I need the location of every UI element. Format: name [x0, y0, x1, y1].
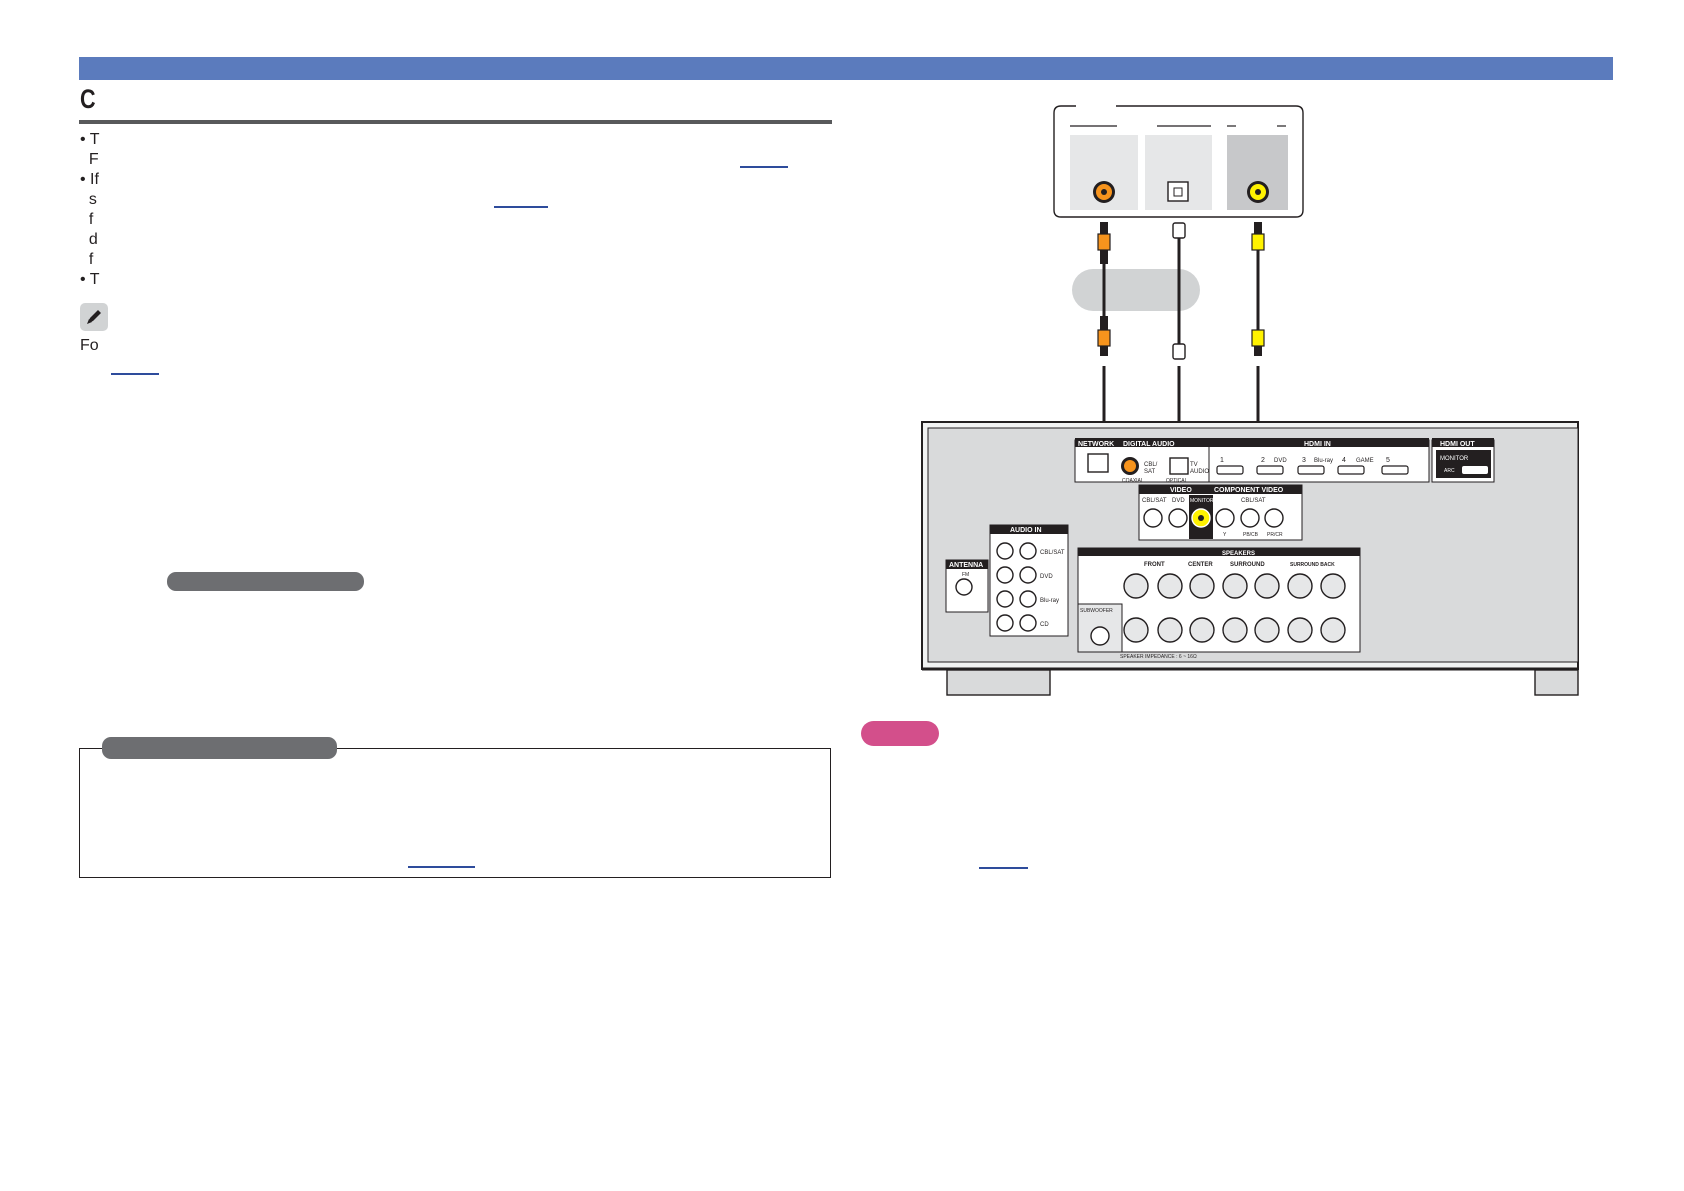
- digital-audio-label: DIGITAL AUDIO: [1123, 441, 1175, 448]
- body-line: d: [80, 231, 98, 248]
- video-label: VIDEO: [1170, 487, 1192, 494]
- page-link[interactable]: [408, 866, 475, 868]
- video-monitor: MONITOR: [1190, 498, 1214, 504]
- speaker-impedance: SPEAKER IMPEDANCE : 6 ~ 16Ω: [1120, 654, 1197, 660]
- hdmi-1: 1: [1220, 457, 1224, 464]
- audio-dvd: DVD: [1040, 574, 1053, 580]
- body-line: • T: [80, 271, 100, 288]
- svg-text:SAT: SAT: [1144, 469, 1156, 475]
- coaxial-label: COAXIAL: [1122, 478, 1144, 484]
- hdmi-3: 3: [1302, 457, 1306, 464]
- component-pr: PR/CR: [1267, 532, 1283, 538]
- cable-label: [1072, 269, 1200, 311]
- surround-back-label: SURROUND BACK: [1290, 562, 1335, 568]
- audio-in-label: AUDIO IN: [1010, 527, 1042, 534]
- component-video-label: COMPONENT VIDEO: [1214, 487, 1284, 494]
- arc-label: ARC: [1444, 468, 1455, 474]
- hdmi-game: GAME: [1356, 458, 1374, 464]
- page-link[interactable]: [979, 867, 1028, 869]
- page-link[interactable]: [740, 166, 788, 168]
- body-line: • T: [80, 131, 100, 148]
- receiver-back-panel: NETWORK DIGITAL AUDIO CBL/ SAT COAXIAL T…: [921, 421, 1579, 696]
- hdmi-4: 4: [1342, 457, 1346, 464]
- note-box: [79, 748, 831, 878]
- body-line: f: [80, 251, 94, 268]
- caution-badge: [861, 721, 939, 746]
- body-line: s: [80, 191, 97, 208]
- body-line: f: [80, 211, 94, 228]
- hdmi-dvd: DVD: [1274, 458, 1287, 464]
- surround-label: SURROUND: [1230, 562, 1265, 568]
- svg-text:TV: TV: [1190, 462, 1198, 468]
- video-cbl-sat: CBL/SAT: [1142, 498, 1167, 504]
- component-y: Y: [1223, 532, 1227, 538]
- antenna-label: ANTENNA: [949, 562, 983, 569]
- optical-label: OPTICAL: [1166, 478, 1188, 484]
- component-cbl-sat: CBL/SAT: [1241, 498, 1266, 504]
- audio-cd: CD: [1040, 622, 1049, 628]
- top-bar: [79, 57, 1613, 80]
- page-link[interactable]: [111, 373, 159, 375]
- body-line: F: [80, 151, 99, 168]
- note-box-label-pill: [102, 737, 337, 759]
- page-title: C: [80, 84, 96, 114]
- section-label-pill: [167, 572, 364, 591]
- hdmi-5: 5: [1386, 457, 1390, 464]
- pencil-icon: [80, 303, 108, 331]
- center-label: CENTER: [1188, 562, 1213, 568]
- source-device: [1053, 104, 1304, 218]
- hdmi-2: 2: [1261, 457, 1265, 464]
- front-label: FRONT: [1144, 562, 1165, 568]
- svg-text:AUDIO: AUDIO: [1190, 469, 1209, 475]
- monitor-label: MONITOR: [1440, 456, 1469, 462]
- hdmi-out-label: HDMI OUT: [1440, 441, 1475, 448]
- page-link[interactable]: [494, 206, 548, 208]
- video-dvd: DVD: [1172, 498, 1185, 504]
- component-pb: PB/CB: [1243, 532, 1259, 538]
- speakers-label: SPEAKERS: [1222, 551, 1255, 557]
- audio-bluray: Blu-ray: [1040, 598, 1059, 604]
- body-line: • If: [80, 171, 99, 188]
- svg-text:CBL/: CBL/: [1144, 462, 1158, 468]
- audio-cbl-sat: CBL/SAT: [1040, 550, 1065, 556]
- title-rule: [79, 120, 832, 124]
- subwoofer-label: SUBWOOFER: [1080, 608, 1113, 614]
- hdmi-in-label: HDMI IN: [1304, 441, 1331, 448]
- network-label: NETWORK: [1078, 441, 1114, 448]
- hdmi-bluray: Blu-ray: [1314, 458, 1333, 464]
- note-text: Fo: [80, 337, 99, 354]
- fm-label: FM: [962, 572, 969, 578]
